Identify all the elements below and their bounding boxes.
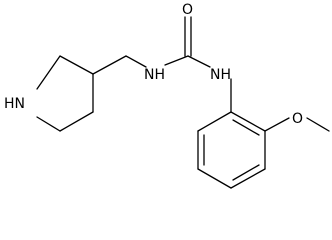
ring-nh-label: HN [4,96,25,112]
bond-ar4-ar5 [197,168,232,189]
bond-o-ch3 [306,117,330,132]
benzene-ring [197,111,266,189]
bond-ar3-ar4-inner [232,164,260,181]
bond-ar6-ar1 [197,111,232,132]
linker-nh-label: NH [144,67,165,83]
molecule-diagram: HN NH NH O O [4,2,330,189]
bond-n1-c6 [36,55,61,90]
bond-c6-c5 [59,55,94,75]
bond-ar1-ar2-inner [232,119,260,136]
bond-ch2-nh [125,55,147,68]
carbonyl-o-label: O [182,2,193,18]
structure-svg: HN NH NH O O [4,2,330,189]
bond-c3-c2 [59,111,94,132]
piperidine-ring [36,55,94,132]
bond-ar3-ar4 [230,168,266,189]
ether-o-label: O [292,111,303,127]
bond-ar2-o [264,117,290,132]
bond-ar1-ar2 [230,111,266,132]
bond-c4-ch2 [92,55,127,75]
bond-carbonyl-nh [187,55,211,68]
bond-nh-carbonyl [164,55,189,66]
aryl-nh-label: NH [210,67,231,83]
bond-c2-n1 [36,116,61,132]
